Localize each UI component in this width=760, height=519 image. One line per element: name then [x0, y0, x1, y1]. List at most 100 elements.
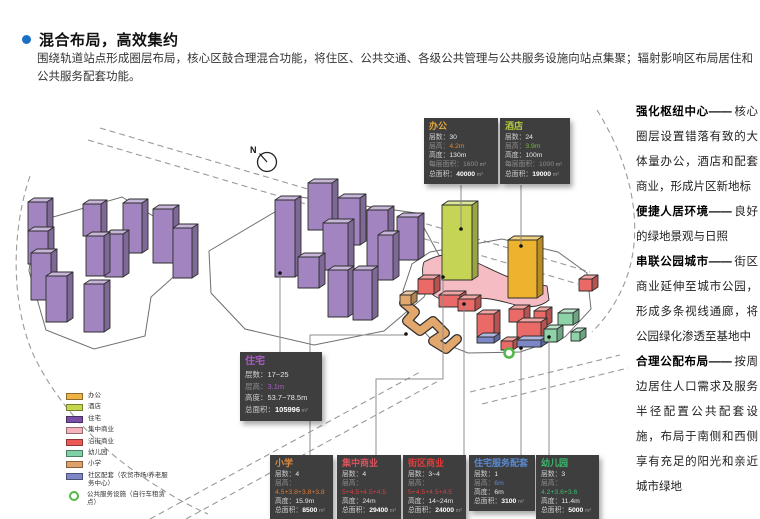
header: 混合布局，高效集约: [22, 29, 179, 50]
leader-lines: [278, 185, 551, 455]
legend-swatch-icon: [66, 427, 83, 435]
street-commercial-buildings: [417, 274, 599, 351]
kindergarten-buildings: [543, 308, 587, 343]
spec-row: 每层面积：1000 m²: [505, 161, 563, 168]
info-box-rows: 层数：3 层高： 4.2+3.6+3.6 高度：11.4m 总面积：5000 m²: [541, 470, 594, 516]
spec-row: 层数：24: [505, 134, 533, 141]
paragraph-lead: 合理公配布局——: [636, 356, 732, 368]
info-box-residential: 住宅 层数：17~25 层高：3.1m 高度：53.7~78.5m 总面积：10599…: [240, 352, 322, 421]
spec-row: 层高：: [408, 480, 429, 487]
legend-label: 沿街商业: [88, 437, 114, 445]
hotel-tower: [507, 235, 544, 299]
spec-row: 总面积：19000 m²: [505, 171, 560, 178]
spec-row: 层数：1: [474, 471, 499, 478]
spec-row: 总面积：5000 m²: [541, 507, 592, 514]
spec-row: 总面积：24000 m²: [408, 507, 463, 514]
primary-school-building: [399, 290, 462, 354]
info-box-title: 酒店: [505, 121, 524, 131]
legend-label: 住宅: [88, 414, 101, 422]
legend-label: 集中商业: [88, 426, 114, 434]
legend-item: 办公: [66, 392, 172, 400]
spec-row: 层数：4: [342, 471, 367, 478]
spec-row: 层数：4: [275, 471, 300, 478]
spec-row: 高度：24m: [342, 498, 376, 505]
paragraph-text: 核心圈层设置错落有致的大体量办公，酒店和配套商业，形成片区新地标: [636, 106, 758, 193]
legend-item: 幼儿园: [66, 449, 172, 457]
compass-label: N: [250, 145, 257, 155]
info-box-rows: 层数：17~25 层高：3.1m 高度：53.7~78.5m 总面积：105996 m…: [245, 369, 317, 417]
spec-row: 总面积：105996 m²: [245, 404, 308, 414]
spec-row: 高度：15.9m: [275, 498, 315, 505]
spec-row: 高度：100m: [505, 152, 543, 159]
legend-label: 社区配套（农贸市场/养老服务中心）: [88, 471, 168, 487]
spec-row-value: 4.2+3.6+3.6: [541, 489, 578, 496]
legend-label: 小学: [88, 460, 101, 468]
spec-row: 层高：3.1m: [245, 381, 285, 391]
paragraph-text: 按周边居住人口需求及服务半径配置公共配套设施，布局于南侧和西侧享有充足的阳光和亲…: [636, 356, 758, 493]
paragraph-text: 良好的绿地景观与日照: [636, 206, 758, 243]
legend-item: 社区配套（农贸市场/养老服务中心）: [66, 472, 172, 488]
legend-item: 酒店: [66, 403, 172, 412]
spec-row: 层数：3: [541, 471, 566, 478]
legend-item: 公共服务设施（自行车租赁点）: [66, 491, 172, 507]
spec-row: 层数：3~4: [408, 471, 440, 478]
paragraph-lead: 便捷人居环境——: [636, 206, 732, 218]
spec-row: 高度：130m: [429, 152, 467, 159]
info-box-kindergarten: 幼儿园 层数：3 层高： 4.2+3.6+3.6 高度：11.4m 总面积：5000 m…: [536, 455, 599, 519]
sidebar-paragraph: 串联公园城市——街区商业延伸至城市公园，形成多条视线通廊，将公园绿化渗透至基地中: [636, 250, 758, 350]
info-box-title: 集中商业: [342, 458, 379, 468]
north-compass: N: [250, 145, 278, 173]
spec-row: 总面积：8500 m²: [275, 507, 326, 514]
info-box-rows: 层数：4 层高： 5+4.5+4.5+4.5 高度：24m 总面积：29400 m²: [342, 470, 396, 516]
legend-item: 集中商业: [66, 426, 172, 435]
info-box-title: 住宅: [245, 356, 265, 367]
page-description: 围绕轨道站点形成圈层布局，核心区鼓合理混合功能，将住区、公共交通、各级公共管理与…: [37, 53, 753, 83]
sidebar: 强化枢纽中心——核心圈层设置错落有致的大体量办公，酒店和配套商业，形成片区新地标…: [636, 100, 758, 500]
legend-item: 住宅: [66, 415, 172, 423]
spec-row: 每层面积：1600 m²: [429, 161, 487, 168]
sidebar-paragraph: 强化枢纽中心——核心圈层设置错落有致的大体量办公，酒店和配套商业，形成片区新地标: [636, 100, 758, 200]
spec-row: 层数：30: [429, 134, 457, 141]
legend-label: 公共服务设施（自行车租赁点）: [87, 491, 165, 507]
legend-swatch-icon: [66, 415, 83, 423]
page-title: 混合布局，高效集约: [39, 32, 179, 49]
spec-row: 层高：: [541, 480, 562, 487]
paragraph-text: 街区商业延伸至城市公园，形成多条视线通廊，将公园绿化渗透至基地中: [636, 256, 758, 343]
spec-row: 高度：11.4m: [541, 498, 580, 505]
residential-towers: [27, 178, 425, 333]
spec-row: 高度：6m: [474, 489, 504, 496]
info-box-title: 住宅服务配套: [474, 458, 529, 468]
legend-swatch-icon: [66, 393, 83, 400]
spec-row-value: 4.5+3.8+3.8+3.8: [275, 489, 325, 496]
spec-row: 层数：17~25: [245, 370, 289, 379]
public-service-marker: [503, 347, 515, 359]
legend-label: 幼儿园: [88, 448, 108, 456]
legend-swatch-icon: [66, 449, 83, 457]
legend-swatch-icon: [66, 404, 83, 412]
bullet-icon: [22, 35, 31, 44]
legend-swatch-icon: [66, 438, 83, 446]
legend-swatch-icon: [66, 461, 83, 469]
legend-item: 沿街商业: [66, 438, 172, 446]
paragraph-lead: 强化枢纽中心——: [636, 106, 732, 118]
sidebar-paragraph: 便捷人居环境——良好的绿地景观与日照: [636, 200, 758, 250]
legend: 办公酒店住宅集中商业沿街商业幼儿园小学社区配套（农贸市场/养老服务中心） 公共服务…: [66, 392, 172, 511]
legend-label: 办公: [88, 392, 101, 399]
legend-item: 小学: [66, 460, 172, 469]
spec-row: 总面积：29400 m²: [342, 507, 397, 514]
info-box-title: 幼儿园: [541, 458, 569, 468]
spec-row-value: 5+4.5+4.5+4.5: [342, 489, 387, 496]
spec-row: 层高：: [342, 480, 363, 487]
spec-row: 高度：53.7~78.5m: [245, 393, 308, 402]
